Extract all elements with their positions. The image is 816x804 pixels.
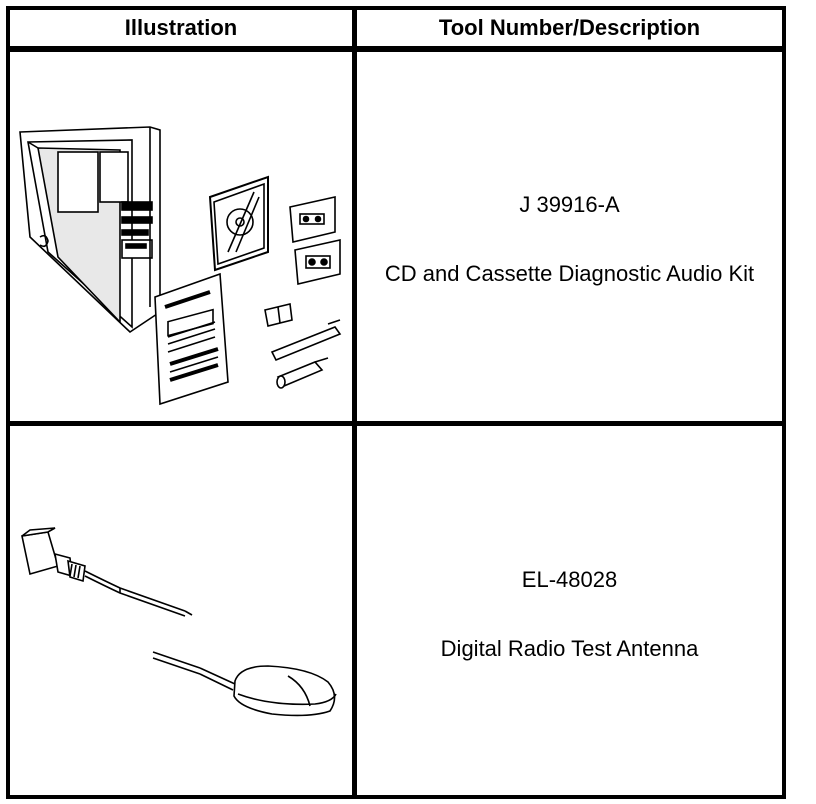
binder-icon	[19, 126, 161, 334]
row-2-description: EL-48028 Digital Radio Test Antenna	[357, 567, 782, 662]
column-divider	[352, 10, 357, 795]
tool-number: J 39916-A	[519, 192, 620, 217]
cassette-icon	[289, 196, 341, 285]
booklet-icon	[154, 272, 229, 406]
adapter-icon	[264, 303, 342, 389]
row-divider	[10, 421, 782, 426]
header-illustration: Illustration	[124, 15, 238, 40]
connector-icon	[21, 527, 193, 617]
tool-table: Illustration Tool Number/Description	[6, 6, 786, 799]
tool-description: CD and Cassette Diagnostic Audio Kit	[384, 261, 755, 286]
tool-description: Digital Radio Test Antenna	[440, 636, 699, 661]
header-divider	[10, 46, 782, 52]
antenna-icon	[152, 651, 337, 717]
antenna-illustration	[10, 426, 352, 795]
audio-kit-illustration	[10, 52, 352, 421]
header-tool-description: Tool Number/Description	[438, 15, 701, 40]
cd-icon	[208, 175, 269, 272]
row-1-description: J 39916-A CD and Cassette Diagnostic Aud…	[357, 192, 782, 287]
tool-number: EL-48028	[521, 567, 618, 592]
